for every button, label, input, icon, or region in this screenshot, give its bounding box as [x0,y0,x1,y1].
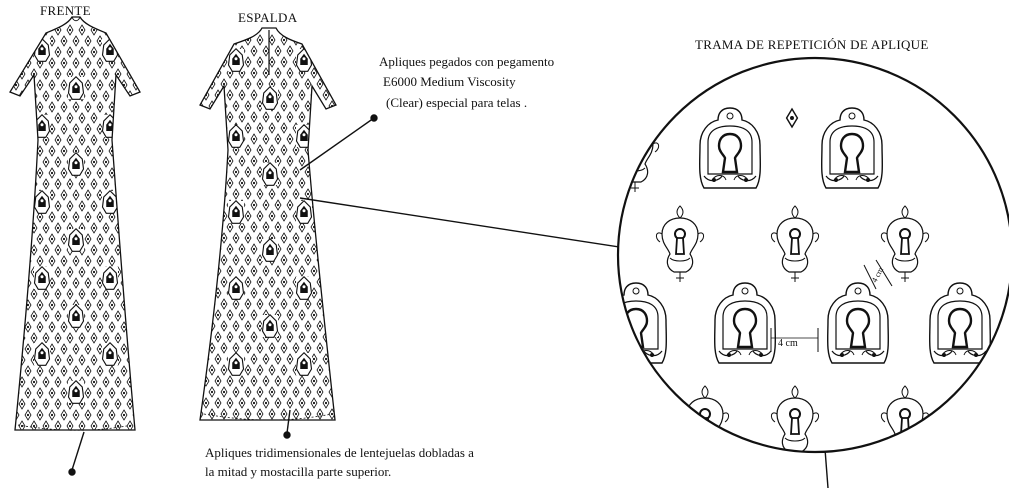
front-view-title: FRENTE [40,3,91,18]
front-dress-illustration: /* placeholder */ [9,16,141,431]
glue-note-line1: Apliques pegados con pegamento [379,54,555,69]
sequin-note-line2: la mitad y mostacilla parte superior. [205,464,392,479]
glue-note-line2: E6000 Medium Viscosity [383,74,516,89]
back-view-title: ESPALDA [238,10,298,25]
pattern-title: TRAMA DE REPETICIÓN DE APLIQUE [695,37,929,52]
sequin-note-line1: Apliques tridimensionales de lentejuelas… [205,445,474,460]
glue-note-line3: (Clear) especial para telas . [386,95,528,110]
pattern-repeat-circle [616,56,1009,454]
back-dress-illustration [199,27,337,421]
measure-label-horizontal: 4 cm [778,338,798,349]
